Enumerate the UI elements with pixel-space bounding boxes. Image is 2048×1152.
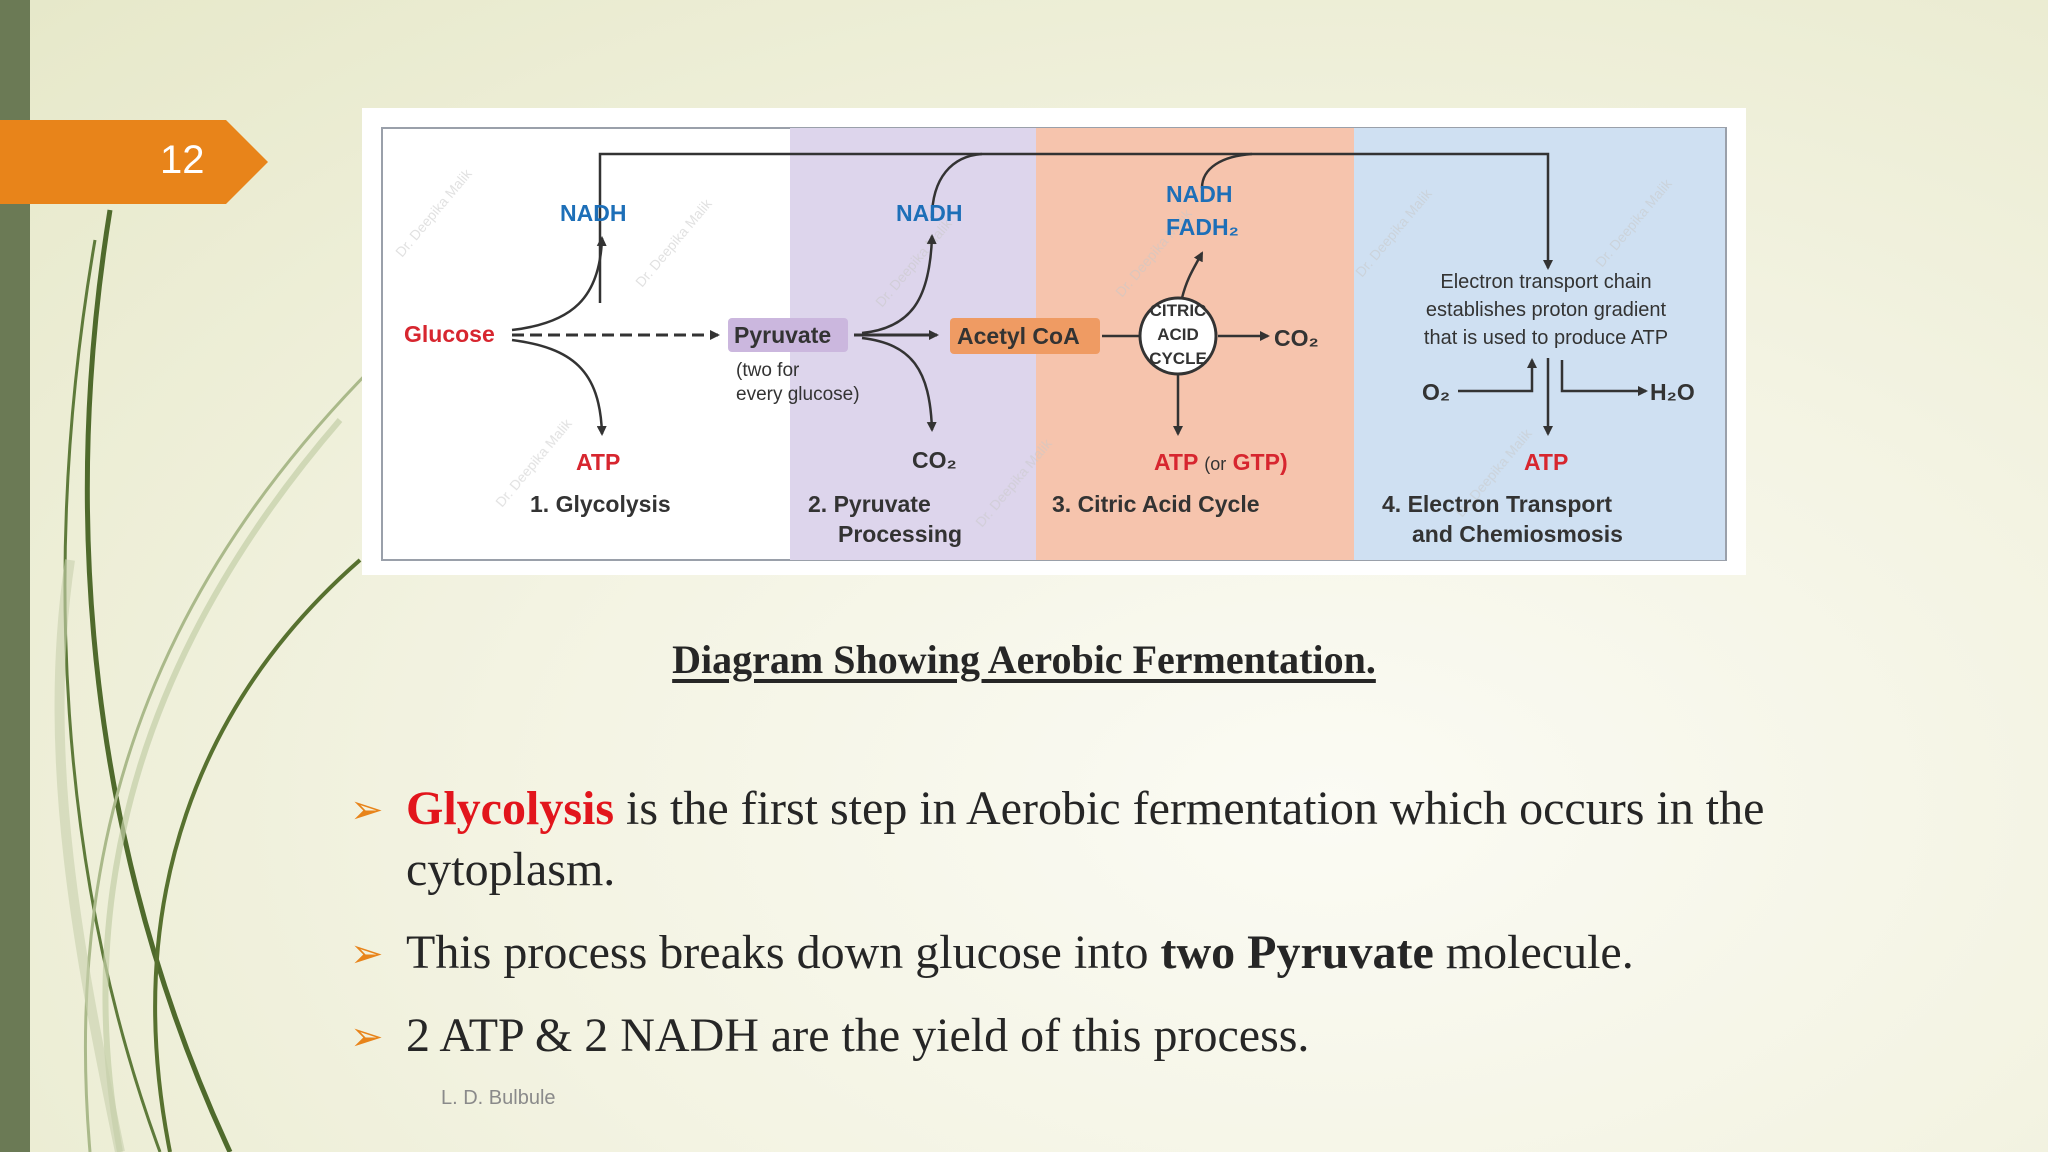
acetyl-coa-box: [950, 318, 1100, 354]
pyruvate-note-1: (two for: [736, 360, 800, 381]
bullet-1-text: is the first step in Aerobic fermentatio…: [406, 782, 1765, 896]
bullet-2-pre: This process breaks down glucose into: [406, 926, 1161, 979]
nadh-1-label: NADH: [560, 200, 626, 226]
co2-3-label: CO₂: [1274, 325, 1319, 351]
svg-text:ACID: ACID: [1157, 325, 1199, 344]
stage-1-label: 1. Glycolysis: [530, 491, 671, 517]
nadh-2-label: NADH: [896, 200, 962, 226]
diagram-caption: Diagram Showing Aerobic Fermentation.: [672, 637, 1376, 682]
slide-number: 12: [160, 138, 205, 182]
bullet-arrow-icon: ➢: [350, 931, 384, 977]
svg-text:CYCLE: CYCLE: [1149, 349, 1207, 368]
h2o-label: H₂O: [1650, 379, 1695, 405]
panel-electron-transport: [1354, 128, 1726, 560]
stage-2-label-line2: Processing: [838, 521, 962, 547]
pyruvate-label: Pyruvate: [734, 322, 831, 348]
nadh-3-label: NADH: [1166, 181, 1232, 207]
badge-arrow-shape: [0, 120, 268, 204]
bullet-item-3: ➢ 2 ATP & 2 NADH are the yield of this p…: [350, 1005, 1810, 1066]
bullet-2-post: molecule.: [1433, 926, 1634, 979]
bullet-item-2: ➢ This process breaks down glucose into …: [350, 922, 1810, 983]
bullet-arrow-icon: ➢: [350, 787, 384, 833]
stage-4-label-line1: 4. Electron Transport: [1382, 491, 1612, 517]
atp-4-label: ATP: [1524, 449, 1568, 475]
stage-2-label-line1: 2. Pyruvate: [808, 491, 931, 517]
bullet-arrow-icon: ➢: [350, 1014, 384, 1060]
bullet-2-bold: two Pyruvate: [1160, 926, 1434, 979]
slide-number-badge: 12: [0, 120, 268, 204]
bullet-1-highlight: Glycolysis: [406, 782, 615, 835]
bullet-3-text: 2 ATP & 2 NADH are the yield of this pro…: [406, 1009, 1310, 1062]
etc-text-line1: Electron transport chain: [1440, 271, 1651, 293]
svg-text:CITRIC: CITRIC: [1150, 301, 1207, 320]
acetyl-coa-label: Acetyl CoA: [957, 323, 1080, 349]
co2-2-label: CO₂: [912, 447, 957, 473]
o2-label: O₂: [1422, 379, 1450, 405]
footer-author: L. D. Bulbule: [441, 1087, 556, 1109]
aerobic-respiration-diagram: Dr. Deepika Malik Dr. Deepika Malik Dr. …: [362, 108, 1746, 575]
stage-4-label-line2: and Chemiosmosis: [1412, 521, 1623, 547]
decorative-swoosh: [54, 209, 382, 1152]
bullet-list: ➢ Glycolysis is the first step in Aerobi…: [350, 778, 1810, 1088]
pyruvate-box: [728, 318, 848, 352]
atp-1-label: ATP: [576, 449, 620, 475]
bullet-item-1: ➢ Glycolysis is the first step in Aerobi…: [350, 778, 1810, 900]
pyruvate-note-2: every glucose): [736, 384, 860, 405]
stage-3-label: 3. Citric Acid Cycle: [1052, 491, 1260, 517]
etc-text-line2: establishes proton gradient: [1426, 299, 1667, 321]
etc-text-line3: that is used to produce ATP: [1424, 327, 1668, 349]
glucose-label: Glucose: [404, 321, 495, 347]
fadh2-label: FADH₂: [1166, 214, 1239, 240]
atp-3-label: ATP (or GTP): [1154, 449, 1288, 475]
